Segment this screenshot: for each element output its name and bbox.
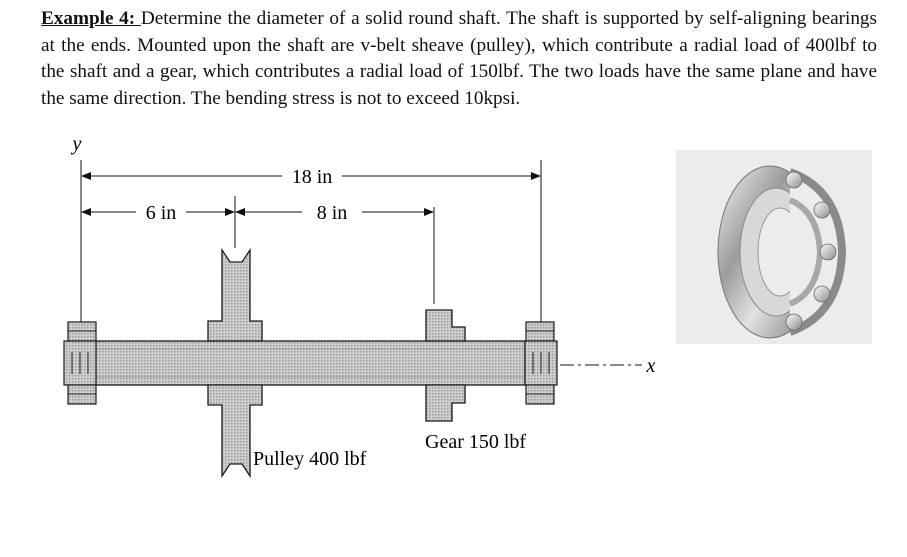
gear-label: Gear 150 lbf: [425, 431, 526, 453]
pulley-label: Pulley 400 lbf: [253, 448, 367, 470]
dim-mid-label: 8 in: [317, 202, 348, 224]
problem-statement: Example 4: Determine the diameter of a s…: [41, 6, 877, 112]
x-axis-label: x: [646, 355, 656, 377]
ball-bearing-photo: [676, 150, 872, 344]
pulley-bottom: [207, 384, 263, 479]
example-heading: Example 4:: [41, 8, 141, 29]
shaft: [94, 340, 526, 386]
dim-total-label: 18 in: [292, 166, 333, 188]
gear-bottom: [425, 384, 466, 422]
y-axis-label: y: [71, 133, 82, 155]
dim-left-label: 6 in: [146, 202, 177, 224]
gear-top: [425, 309, 466, 342]
problem-body: Determine the diameter of a solid round …: [41, 8, 877, 109]
pulley-top: [207, 247, 263, 342]
right-bearing: [524, 321, 558, 405]
left-bearing: [63, 321, 97, 405]
